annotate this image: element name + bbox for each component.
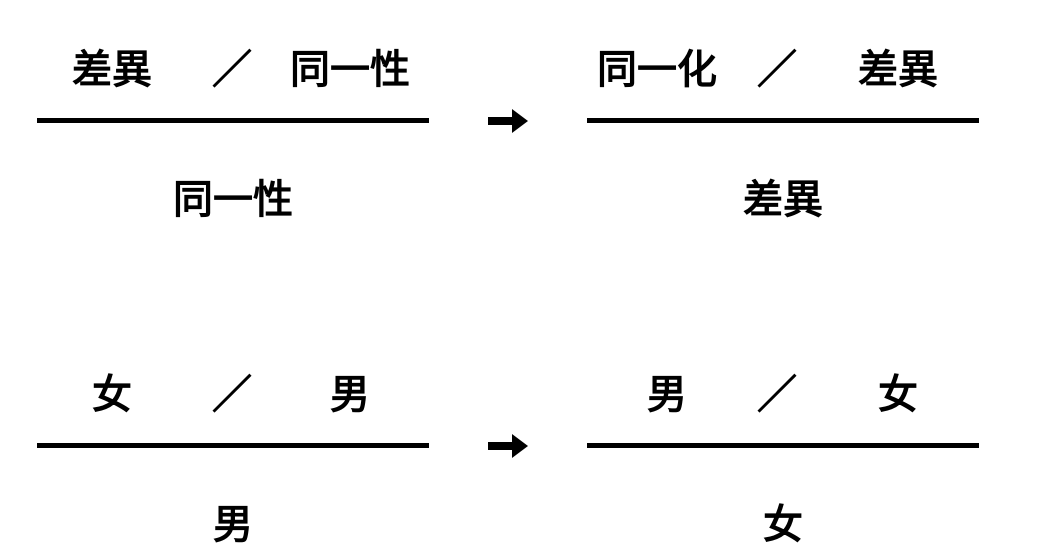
fraction-bar [37,118,429,123]
numerator: 男 ／ 女 [587,365,979,425]
numerator: 女 ／ 男 [37,365,429,425]
numerator-term-1: 女 [92,372,132,418]
numerator-term-2: 女 [878,372,918,418]
fraction-bar [37,443,429,448]
numerator-slash: ／ [212,372,252,418]
numerator-term-2: 男 [330,372,370,418]
numerator-term-1: 差異 [72,47,152,93]
right-arrow-icon [488,434,528,458]
numerator-slash: ／ [757,372,797,418]
numerator: 差異 ／ 同一性 [37,40,429,100]
denominator: 男 [213,502,253,548]
numerator: 同一化 ／ 差異 [587,40,979,100]
numerator-slash: ／ [757,47,797,93]
denominator: 差異 [743,177,823,223]
fraction-bar [587,118,979,123]
fraction-bar [587,443,979,448]
denominator: 女 [763,502,803,548]
right-arrow-icon [488,109,528,133]
numerator-term-2: 差異 [858,47,938,93]
numerator-term-1: 男 [647,372,687,418]
denominator: 同一性 [173,177,293,223]
numerator-term-2: 同一性 [290,47,410,93]
numerator-term-1: 同一化 [597,47,717,93]
numerator-slash: ／ [212,47,252,93]
